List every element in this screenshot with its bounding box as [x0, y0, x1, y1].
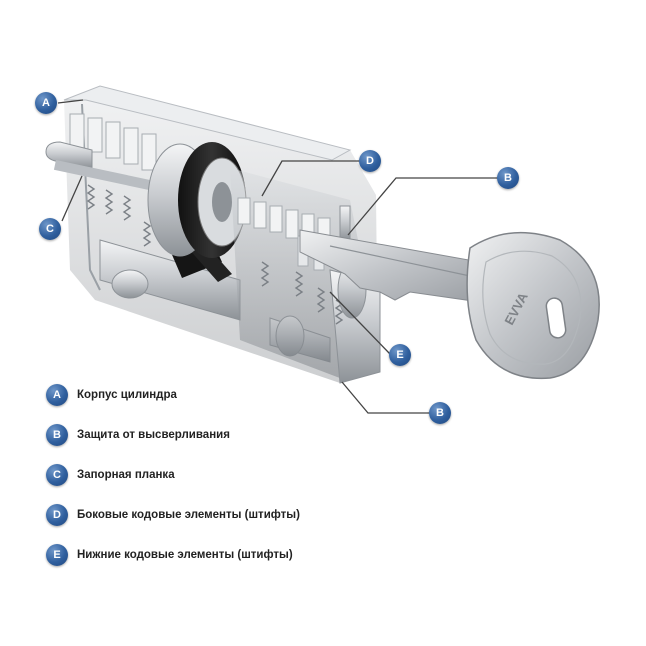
leader-line-e [329, 291, 391, 355]
legend-text: Корпус цилиндра [77, 389, 177, 401]
legend-item: B Защита от высверливания [46, 415, 446, 455]
center-collar [147, 142, 247, 258]
callout-c: C [39, 218, 61, 240]
legend-text: Боковые кодовые элементы (штифты) [77, 509, 300, 521]
callout-b-bottom: B [429, 402, 451, 424]
callout-a: A [35, 92, 57, 114]
callout-b-top: B [497, 167, 519, 189]
legend-item: E Нижние кодовые элементы (штифты) [46, 535, 446, 575]
side-code-pins [237, 197, 331, 247]
leader-line-b-top [347, 177, 498, 236]
key [299, 229, 600, 380]
leader-line-b-bottom [341, 381, 430, 414]
legend-text: Защита от высверливания [77, 429, 230, 441]
legend-marker: B [46, 424, 68, 446]
top-pins-left [69, 113, 157, 171]
legend-marker: E [46, 544, 68, 566]
legend-marker: A [46, 384, 68, 406]
leader-line-c [61, 175, 83, 222]
legend-item: D Боковые кодовые элементы (штифты) [46, 495, 446, 535]
legend-text: Нижние кодовые элементы (штифты) [77, 549, 293, 561]
leader-lines [57, 99, 498, 414]
leader-line-a [57, 99, 84, 104]
callout-d: D [359, 150, 381, 172]
callout-e: E [389, 344, 411, 366]
leader-line-d [261, 160, 360, 197]
legend-item: C Запорная планка [46, 455, 446, 495]
legend-item: A Корпус цилиндра [46, 375, 446, 415]
legend-marker: C [46, 464, 68, 486]
legend-text: Запорная планка [77, 469, 175, 481]
legend: A Корпус цилиндра B Защита от высверлива… [46, 375, 446, 575]
legend-marker: D [46, 504, 68, 526]
springs-left [86, 184, 152, 247]
